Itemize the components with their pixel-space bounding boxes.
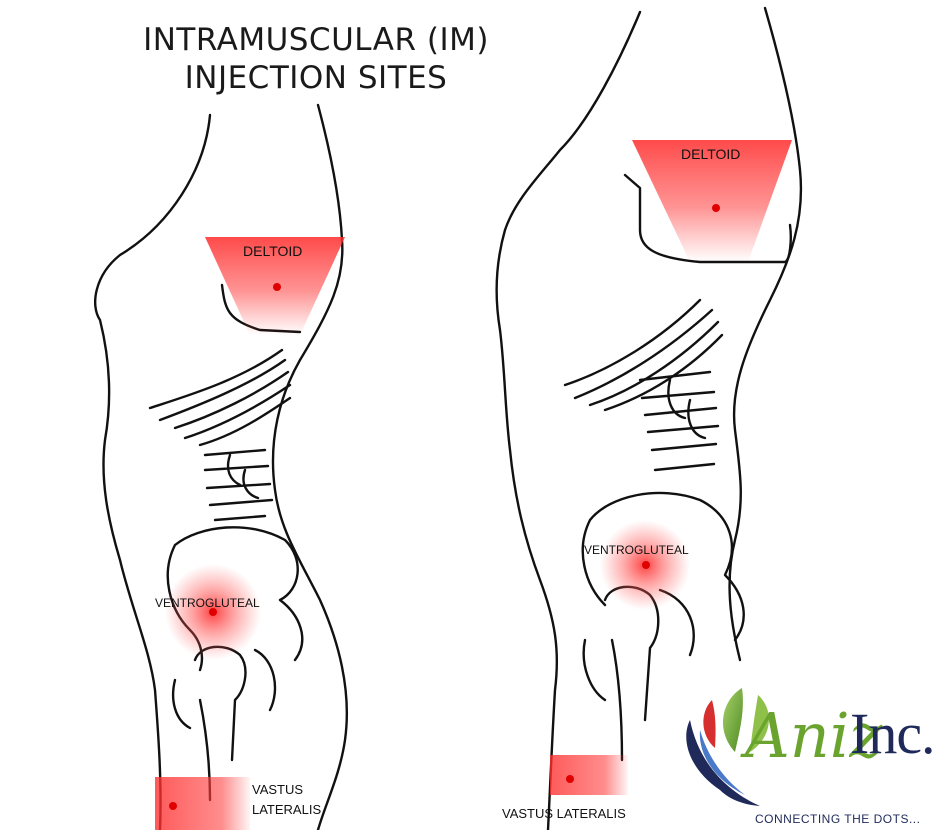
left-spine (205, 450, 272, 520)
right-vastus-area (550, 755, 628, 795)
injection-site-dot (642, 561, 650, 569)
left-body-back-outline (273, 105, 347, 830)
injection-site-dot (712, 204, 720, 212)
right-femur (605, 587, 658, 760)
left-hip-curve (173, 650, 275, 728)
logo-tagline: CONNECTING THE DOTS... (755, 812, 920, 826)
injection-site-dot (566, 775, 574, 783)
right-body-front-outline (497, 12, 640, 830)
injection-site-dot (273, 283, 281, 291)
left-label-vastus-2: LATERALIS (252, 802, 321, 817)
left-label-deltoid: DELTOID (243, 243, 302, 259)
right-label-deltoid: DELTOID (681, 146, 740, 162)
title-line-2: INJECTION SITES (16, 60, 616, 96)
title-line-1: INTRAMUSCULAR (IM) (16, 22, 616, 58)
injection-site-dot (169, 802, 177, 810)
right-label-ventrogluteal: VENTROGLUTEAL (584, 543, 689, 557)
left-label-ventrogluteal: VENTROGLUTEAL (155, 596, 260, 610)
logo-brand-suffix: Inc. (850, 705, 935, 763)
left-ribs (150, 350, 290, 445)
left-body-front-outline (95, 115, 210, 830)
left-label-vastus-1: VASTUS (252, 782, 303, 797)
right-spine (640, 372, 718, 470)
left-vastus-area (155, 777, 250, 830)
right-body-back-outline (730, 8, 801, 660)
right-label-vastus: VASTUS LATERALIS (502, 806, 626, 821)
left-injection-areas (155, 237, 345, 830)
left-figure (95, 105, 347, 830)
